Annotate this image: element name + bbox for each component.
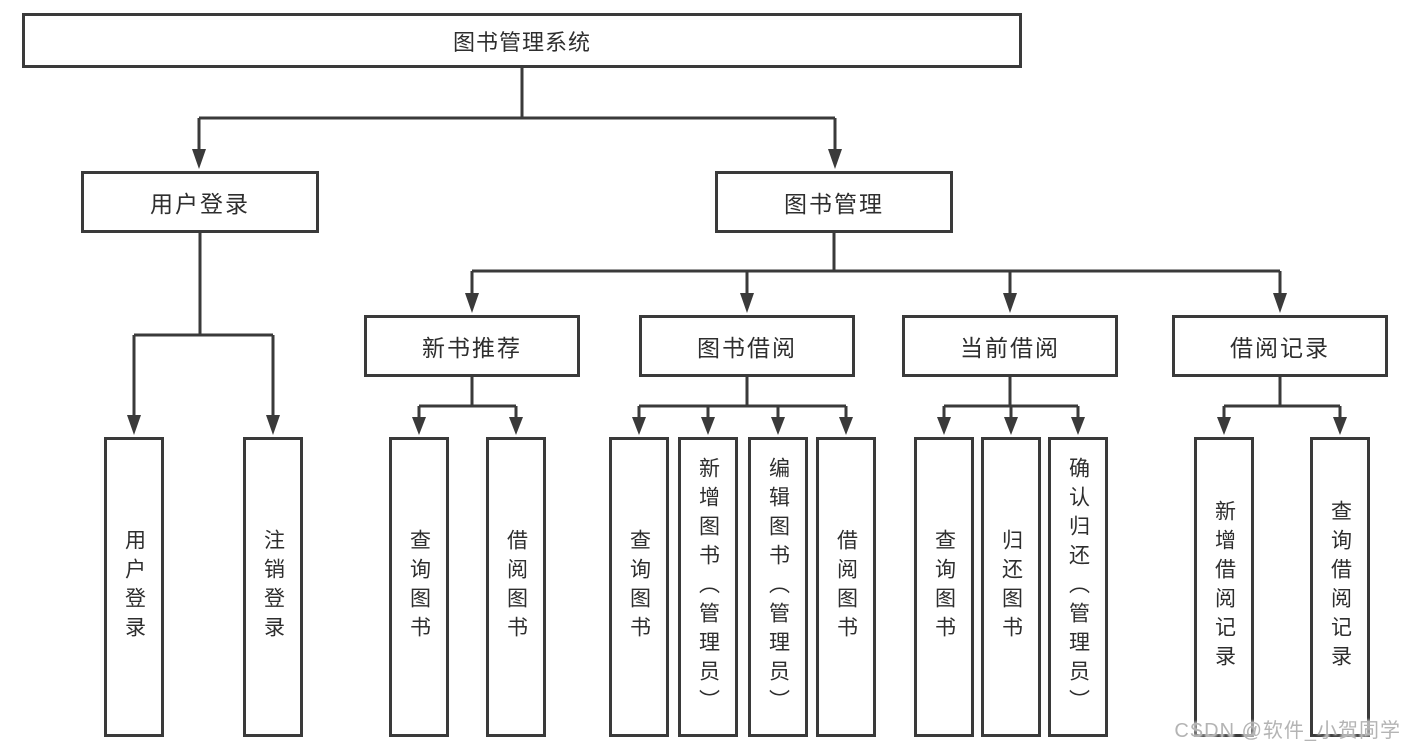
connector-new-book-recommend-to-leaves	[412, 377, 523, 435]
connector-user-login-to-leaves	[127, 233, 280, 435]
leaf-current-return-book: 归还图书	[981, 437, 1041, 737]
leaf-borrow-edit-book-admin: 编辑图书（管理员）	[748, 437, 808, 737]
connector-borrow-records-to-leaves	[1217, 377, 1347, 435]
leaf-borrow-query-book: 查询图书	[609, 437, 669, 737]
connector-current-borrow-to-leaves	[937, 377, 1085, 435]
node-book-management: 图书管理	[715, 171, 953, 233]
leaf-recommend-borrow-book: 借阅图书	[486, 437, 546, 737]
leaf-records-query-record: 查询借阅记录	[1310, 437, 1370, 737]
leaf-borrow-borrow-book: 借阅图书	[816, 437, 876, 737]
csdn-watermark: CSDN @软件_小贺同学	[1174, 720, 1401, 742]
node-new-book-recommend: 新书推荐	[364, 315, 580, 377]
connector-book-borrow-to-leaves	[632, 377, 853, 435]
leaf-current-query-book: 查询图书	[914, 437, 974, 737]
connector-root-to-level2	[192, 68, 842, 169]
leaf-borrow-add-book-admin: 新增图书（管理员）	[678, 437, 738, 737]
leaf-current-confirm-return-admin: 确认归还（管理员）	[1048, 437, 1108, 737]
node-book-borrow: 图书借阅	[639, 315, 855, 377]
leaf-recommend-query-book: 查询图书	[389, 437, 449, 737]
node-root-library-system: 图书管理系统	[22, 13, 1022, 68]
leaf-logout: 注销登录	[243, 437, 303, 737]
leaf-records-add-record: 新增借阅记录	[1194, 437, 1254, 737]
leaf-user-login: 用户登录	[104, 437, 164, 737]
node-current-borrow: 当前借阅	[902, 315, 1118, 377]
node-borrow-records: 借阅记录	[1172, 315, 1388, 377]
connector-book-management-to-level3	[465, 233, 1287, 313]
node-user-login: 用户登录	[81, 171, 319, 233]
